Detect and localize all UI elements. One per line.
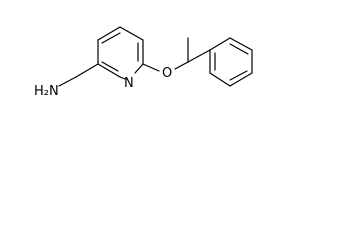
- bond-c3-ch2: [75, 63, 99, 78]
- pyridine-ring: [97, 26, 144, 80]
- bond-c2-c3-inner: [101, 61, 119, 72]
- phenyl-ring: [209, 37, 253, 87]
- bond-ph-2-3: [229, 37, 253, 51]
- amine-label: H₂N: [34, 84, 59, 99]
- bond-ph-4-5-inner: [229, 70, 248, 81]
- bond-o-ch: [174, 61, 189, 70]
- bond-c1-o: [142, 63, 160, 72]
- bond-c5-c6: [119, 26, 144, 41]
- ether-linkage: [142, 37, 211, 72]
- bond-c1-n: [134, 63, 144, 74]
- bond-ph-1-2: [209, 37, 231, 51]
- bond-ph-5-6: [209, 72, 231, 87]
- bond-ch2-nh2: [58, 76, 77, 87]
- bond-c4-c5: [97, 26, 121, 41]
- chemical-structure: H₂N O N: [34, 26, 253, 99]
- ring-nitrogen-label: N: [124, 76, 134, 91]
- bond-ph-4-5: [229, 72, 253, 87]
- bond-c4-c5-inner: [101, 32, 121, 44]
- ether-oxygen-label: O: [162, 66, 172, 81]
- bond-ph-2-3-inner: [229, 43, 249, 55]
- bond-n-c2: [119, 76, 126, 80]
- bond-c2-c3: [97, 63, 121, 78]
- bond-ch-phenyl: [187, 49, 211, 63]
- aminomethyl-group: [58, 63, 99, 87]
